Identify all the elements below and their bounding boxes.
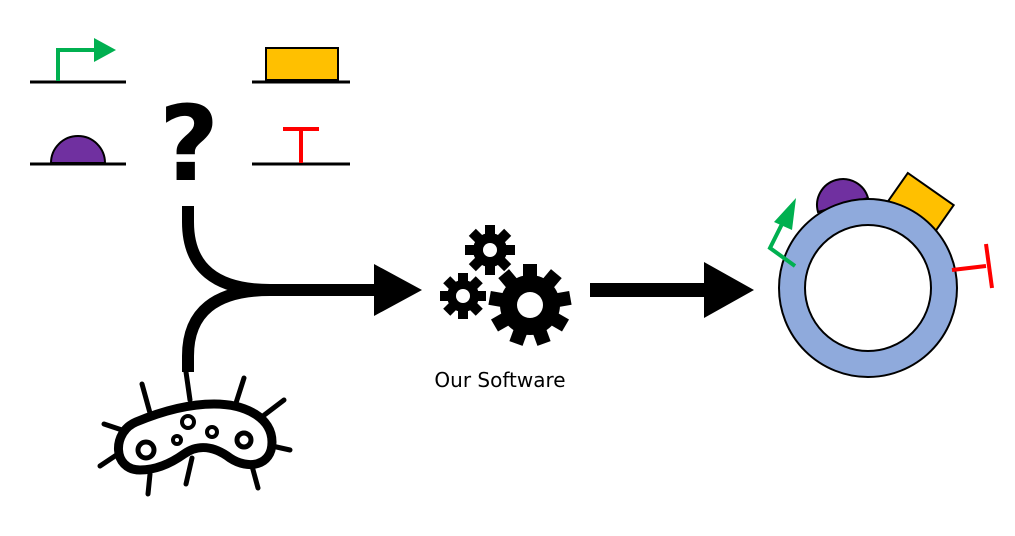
- cds-part: [252, 47, 350, 84]
- promoter-arrow-icon: [767, 198, 797, 268]
- plasmid-icon: [767, 171, 994, 378]
- rbs-semicircle-icon: [816, 178, 870, 214]
- arrowhead: [374, 264, 422, 316]
- terminator-t-icon: [283, 127, 319, 163]
- question-mark: ?: [159, 83, 219, 205]
- arrowhead: [704, 262, 754, 318]
- terminator-t-icon: [951, 243, 994, 289]
- promoter-arrow-icon: [56, 38, 116, 81]
- promoter-part: [30, 38, 126, 84]
- gears-icon: [440, 225, 572, 346]
- rbs-semicircle-icon: [49, 135, 107, 164]
- terminator-part: [252, 127, 350, 166]
- merge-arrow: [182, 206, 422, 372]
- output-arrow: [590, 262, 754, 318]
- rbs-part: [30, 135, 126, 166]
- software-label: Our Software: [434, 368, 566, 392]
- cds-box-icon: [265, 47, 339, 81]
- bacterium-icon: [97, 369, 293, 497]
